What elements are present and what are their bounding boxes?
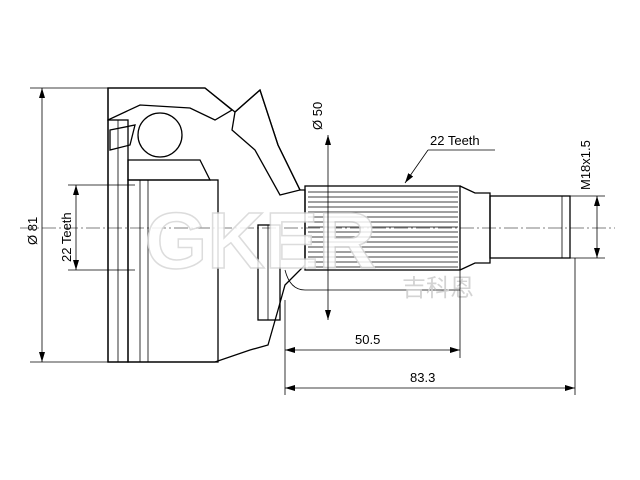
dimension-outer-diameter: Ø 81 [25, 87, 108, 363]
seal-diameter-label: Ø 50 [310, 102, 325, 130]
thread-label: M18x1.5 [578, 140, 593, 190]
outer-housing [107, 87, 460, 363]
ball-element [137, 112, 183, 158]
total-length-label: 83.3 [410, 370, 435, 385]
spline-length-label: 50.5 [355, 332, 380, 347]
inner-teeth-label: 22 Teeth [59, 212, 74, 262]
spline-shaft [304, 185, 491, 271]
dimension-outer-teeth: 22 Teeth [404, 133, 495, 184]
dimension-inner-teeth: 22 Teeth [59, 184, 135, 271]
watermark-latin: GKER [145, 196, 376, 285]
outer-teeth-label: 22 Teeth [430, 133, 480, 148]
dimension-seal-diameter: Ø 50 [310, 102, 331, 320]
dimension-spline-length: 50.5 [284, 270, 461, 395]
outer-diameter-label: Ø 81 [25, 217, 40, 245]
watermark-chinese: 吉科恩 [402, 274, 474, 302]
watermark: GKER 吉科恩 [144, 195, 474, 302]
dimension-thread: M18x1.5 [570, 140, 605, 259]
dimension-total-length: 83.3 [285, 258, 576, 395]
threaded-end [489, 195, 571, 259]
